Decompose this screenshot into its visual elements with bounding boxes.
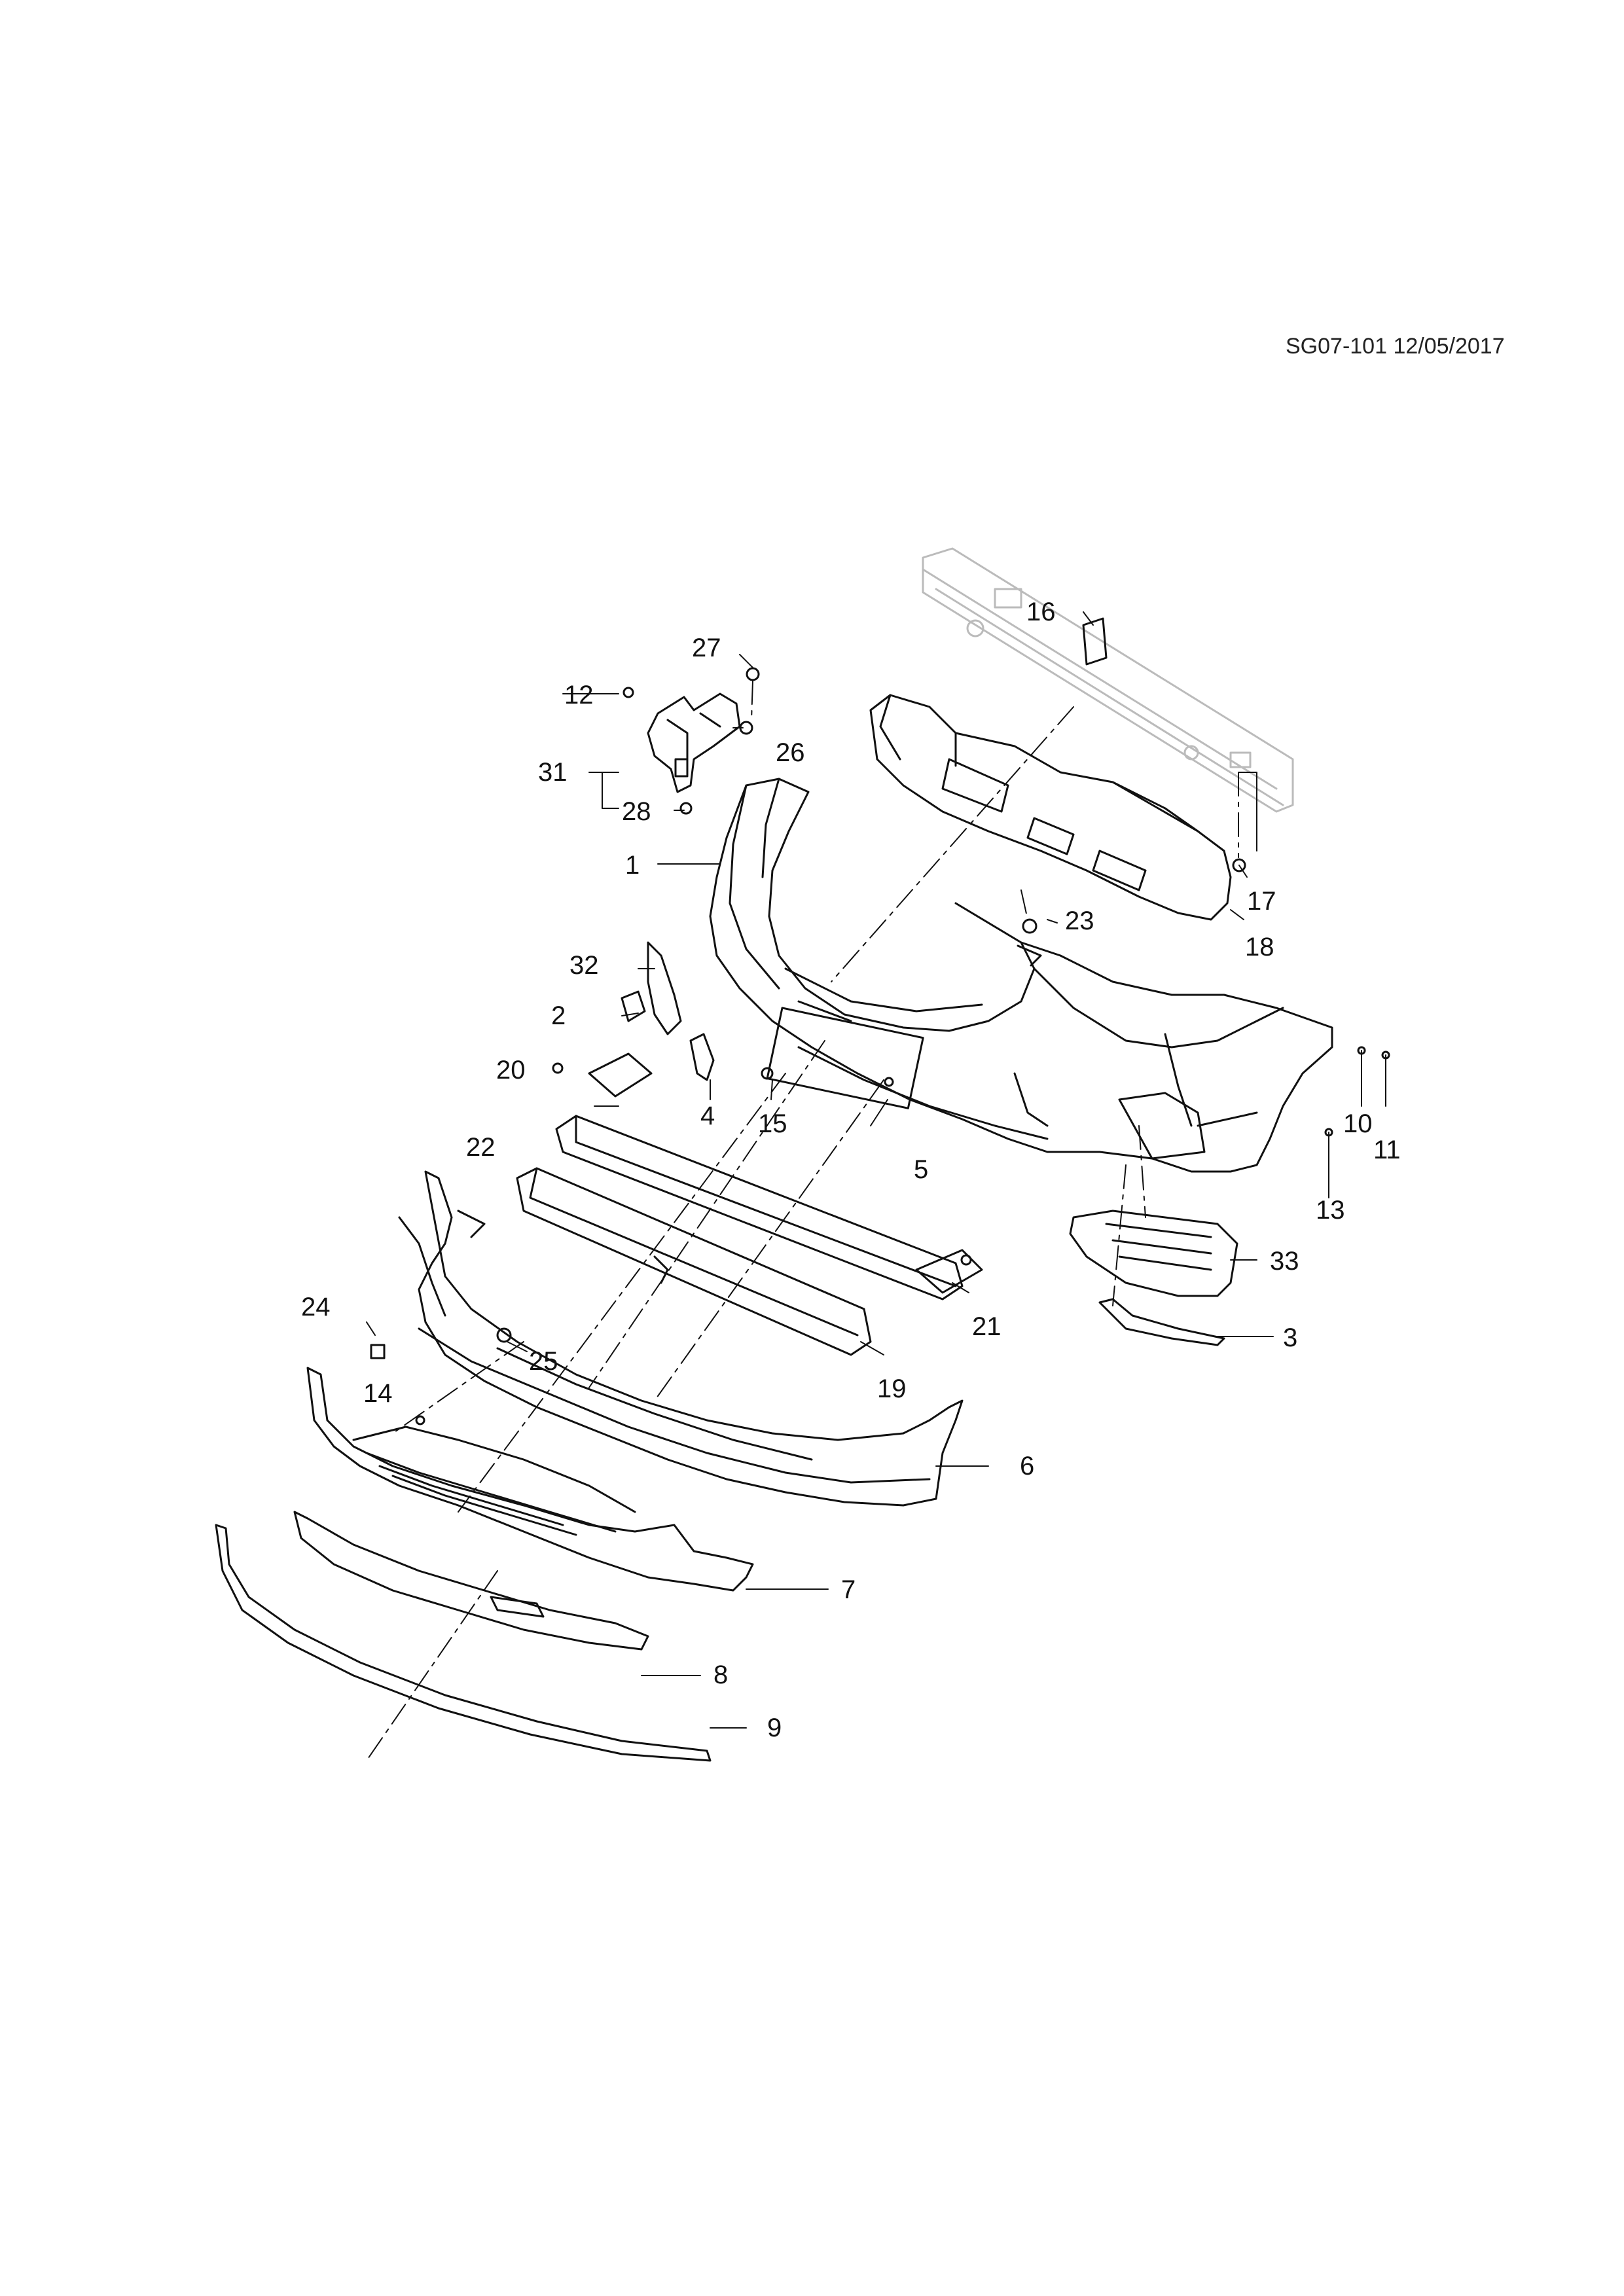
lower-fascia <box>398 1170 964 1507</box>
diagram-code: SG07-101 12/05/2017 <box>1286 334 1505 359</box>
callout-22: 22 <box>466 1133 496 1162</box>
callout-23: 23 <box>1065 906 1094 935</box>
callout-13: 13 <box>1316 1196 1345 1225</box>
assembly-lines <box>366 680 1239 1761</box>
callout-27: 27 <box>692 634 721 662</box>
callout-labels: 1 2 3 4 5 6 7 8 9 10 11 12 13 14 15 16 1… <box>301 598 1401 1742</box>
fog-lamp-trim <box>1098 1298 1225 1346</box>
fasteners <box>370 667 1390 1426</box>
callout-9: 9 <box>767 1713 782 1742</box>
lower-edge-strip <box>215 1524 712 1762</box>
headlamp-bracket <box>647 692 741 793</box>
callout-16: 16 <box>1026 598 1056 626</box>
callout-2: 2 <box>551 1001 566 1030</box>
callout-6: 6 <box>1020 1452 1034 1480</box>
callout-1: 1 <box>625 851 640 880</box>
callout-18: 18 <box>1245 933 1274 961</box>
callout-20: 20 <box>496 1056 526 1085</box>
callout-25: 25 <box>529 1347 558 1376</box>
side-brackets <box>621 941 715 1081</box>
trim-strip <box>293 1511 649 1651</box>
part-16-bracket <box>1082 617 1108 666</box>
callout-26: 26 <box>776 738 805 767</box>
callout-24: 24 <box>301 1293 331 1321</box>
callout-3: 3 <box>1283 1323 1297 1352</box>
callout-10: 10 <box>1343 1109 1373 1138</box>
callout-11: 11 <box>1373 1136 1401 1164</box>
reinforcement-beam <box>922 547 1294 813</box>
callout-21: 21 <box>972 1312 1001 1341</box>
callout-8: 8 <box>713 1660 728 1689</box>
callout-12: 12 <box>564 681 594 709</box>
fog-lamp-bezel <box>1069 1210 1238 1297</box>
callout-28: 28 <box>622 797 651 826</box>
callout-14: 14 <box>363 1379 393 1408</box>
callout-17: 17 <box>1247 887 1276 916</box>
callout-15: 15 <box>758 1109 787 1138</box>
callout-31: 31 <box>538 758 568 787</box>
callout-5: 5 <box>914 1155 928 1184</box>
lower-grille <box>306 1367 754 1592</box>
upper-fascia <box>709 778 1333 1173</box>
impact-bar <box>555 1052 983 1300</box>
callout-4: 4 <box>700 1102 715 1130</box>
callout-19: 19 <box>877 1374 907 1403</box>
leader-lines <box>366 611 1386 1729</box>
callout-33: 33 <box>1270 1247 1299 1276</box>
callout-7: 7 <box>841 1575 856 1604</box>
energy-absorber <box>869 694 1232 921</box>
callout-32: 32 <box>569 951 599 980</box>
